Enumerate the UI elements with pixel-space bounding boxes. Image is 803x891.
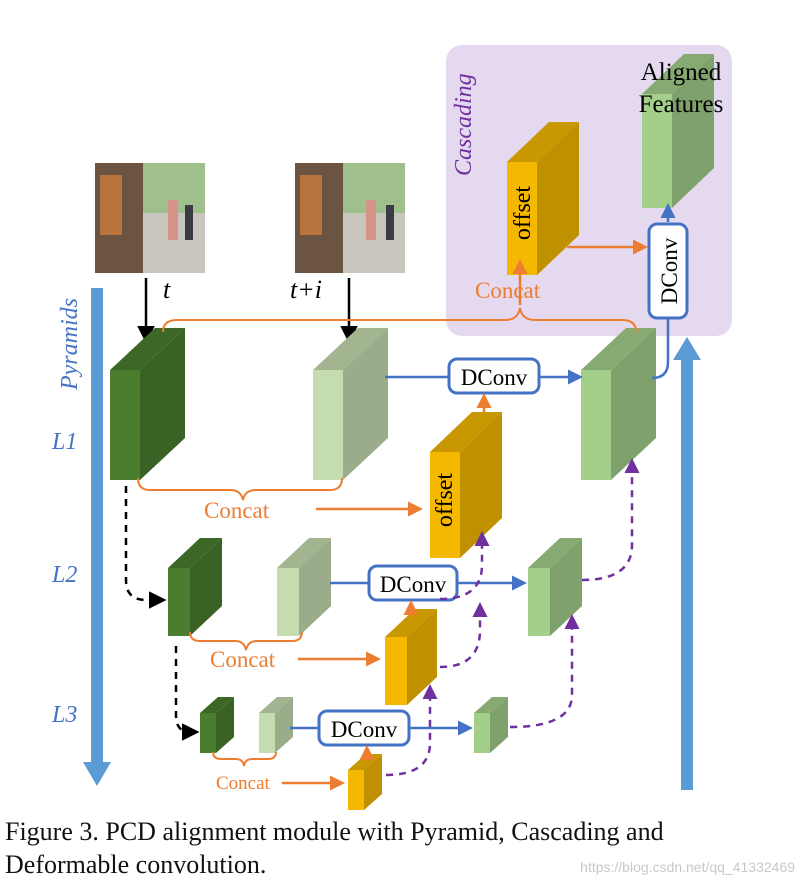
l3-concat-label: Concat [216,773,271,794]
cascading-offset-block [507,122,579,275]
l1-offset-label: offset [432,473,458,528]
l1-concat-label: Concat [204,498,270,523]
l1-aligned-feature [581,328,656,480]
cascading-concat-brace [162,307,637,333]
frame-t-plus-i-image [295,163,405,273]
upsample-l2-out-to-l1-out [581,458,640,582]
l1-offset-block [430,412,502,558]
l3-ref-feature [200,697,234,753]
l1-neighbor-feature [313,328,388,480]
l2-dconv-label: DConv [380,572,447,597]
l2-aligned-feature [528,538,582,636]
upsample-l2-dconv-from-l3 [439,602,488,669]
l2-ref-feature [168,538,222,636]
cascading-axis-arrow [673,337,701,790]
l1-output-to-cascade-dconv [651,318,670,380]
cascading-concat-label: Concat [475,278,541,303]
figure-caption: Figure 3. PCD alignment module with Pyra… [5,815,795,881]
l1-ref-feature [110,328,185,480]
aligned-features-label-line2: Features [639,91,724,118]
pyramids-label: Pyramids [57,298,83,391]
level-l3-label: L3 [51,702,77,728]
cascading-offset-label: offset [510,186,536,241]
level-l2-label: L2 [51,562,77,588]
l3-neighbor-feature [259,697,293,753]
l1-dconv-box [447,357,541,395]
caption-line-2: Deformable convolution. [5,850,267,879]
downsample-l1-l2 [124,486,167,609]
watermark-text: https://blog.csdn.net/qq_41332469 [580,859,795,875]
l1-dconv-label: DConv [461,365,528,390]
upsample-l3-out-to-l2-out [509,614,580,729]
downsample-l2-l3 [174,646,200,741]
frame-t-plus-i-label: t+i [290,275,322,304]
l3-aligned-feature [474,697,508,753]
aligned-features-block [642,54,714,208]
pyramid-axis-arrow [83,288,111,786]
caption-line-1: Figure 3. PCD alignment module with Pyra… [5,817,664,846]
cascading-label: Cascading [451,73,477,176]
l1-concat-brace [137,477,343,501]
l2-concat-label: Concat [210,647,276,672]
cascading-dconv-label: DConv [657,237,682,304]
l2-offset-block [385,609,437,705]
frame-t-image [95,163,205,273]
l3-dconv-label: DConv [331,717,398,742]
l2-neighbor-feature [277,538,331,636]
l2-concat-brace [189,631,303,651]
l3-offset-block [348,754,382,810]
frame-t-label: t [163,275,171,304]
level-l1-label: L1 [51,429,77,455]
aligned-features-label-line1: Aligned [641,59,722,86]
cascading-dconv-box [647,222,689,320]
l3-concat-brace [212,751,277,767]
